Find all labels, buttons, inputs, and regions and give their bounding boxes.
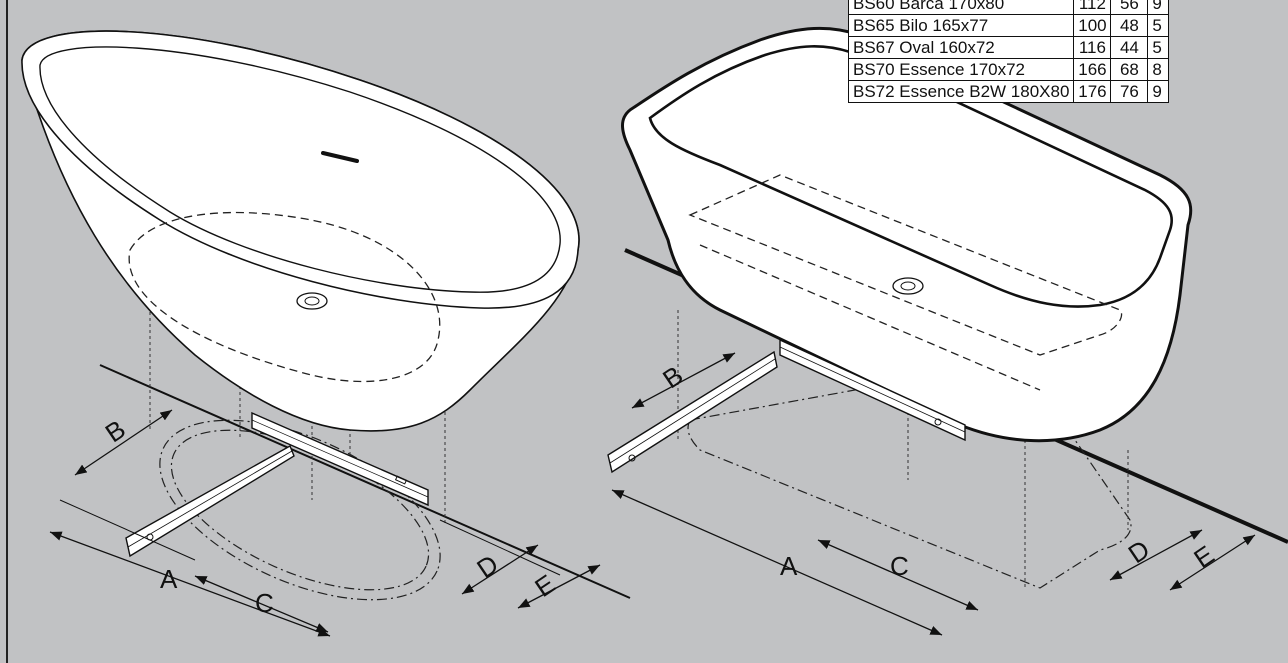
- right-footprint-outline: [687, 359, 1132, 589]
- value-cell: 9: [1147, 0, 1170, 15]
- value-cell: 8: [1147, 58, 1170, 81]
- model-cell: BS60 Barca 170x80: [847, 0, 1075, 15]
- right-drain-icon: [892, 277, 924, 295]
- model-cell: BS67 Oval 160x72: [847, 36, 1075, 59]
- value-cell: 112: [1073, 0, 1112, 15]
- table-row: BS65 Bilo 165x77 100 48 5: [847, 14, 1170, 37]
- value-cell: 48: [1110, 14, 1149, 37]
- table-row: BS67 Oval 160x72 116 44 5: [847, 36, 1170, 59]
- right-dim-d-label: D: [1123, 534, 1155, 569]
- value-cell: 116: [1073, 36, 1112, 59]
- left-oval-tub: [21, 30, 580, 432]
- value-cell: 68: [1110, 58, 1149, 81]
- left-dimension-lines: [49, 409, 601, 637]
- table-row: BS70 Essence 170x72 166 68 8: [847, 58, 1170, 81]
- table-row: BS60 Barca 170x80 112 56 9: [847, 0, 1170, 15]
- value-cell: 56: [1110, 0, 1149, 15]
- right-rectangular-tub: [621, 26, 1193, 443]
- value-cell: 76: [1110, 80, 1149, 103]
- value-cell: 5: [1147, 36, 1170, 59]
- drawing-frame: [6, 0, 1288, 663]
- left-drain-icon: [296, 292, 328, 310]
- left-dim-b-label: B: [100, 414, 131, 449]
- right-dimension-lines: [611, 352, 1256, 636]
- left-floor-line: [99, 364, 631, 599]
- model-cell: BS65 Bilo 165x77: [847, 14, 1075, 37]
- value-cell: 166: [1073, 58, 1112, 81]
- value-cell: 176: [1073, 80, 1112, 103]
- left-dim-e-label: E: [529, 568, 560, 603]
- right-dim-e-label: E: [1188, 539, 1219, 574]
- left-support-bars: [125, 411, 429, 558]
- left-overflow-icon: [321, 151, 359, 163]
- model-cell: BS72 Essence B2W 180X80: [847, 80, 1075, 103]
- left-dim-c-label: C: [255, 588, 274, 618]
- left-dim-d-label: D: [471, 549, 503, 584]
- table-row: BS72 Essence B2W 180X80 176 76 9: [847, 80, 1170, 103]
- value-cell: 100: [1073, 14, 1112, 37]
- model-cell: BS70 Essence 170x72: [847, 58, 1075, 81]
- value-cell: 5: [1147, 14, 1170, 37]
- value-cell: 9: [1147, 80, 1170, 103]
- value-cell: 44: [1110, 36, 1149, 59]
- right-dim-a-label: A: [780, 551, 798, 581]
- left-dim-a-label: A: [160, 564, 178, 594]
- right-dim-b-label: B: [657, 360, 688, 395]
- dimension-spec-table: BS60 Barca 170x80 112 56 9 BS65 Bilo 165…: [847, 0, 1170, 103]
- right-dim-c-label: C: [890, 551, 909, 581]
